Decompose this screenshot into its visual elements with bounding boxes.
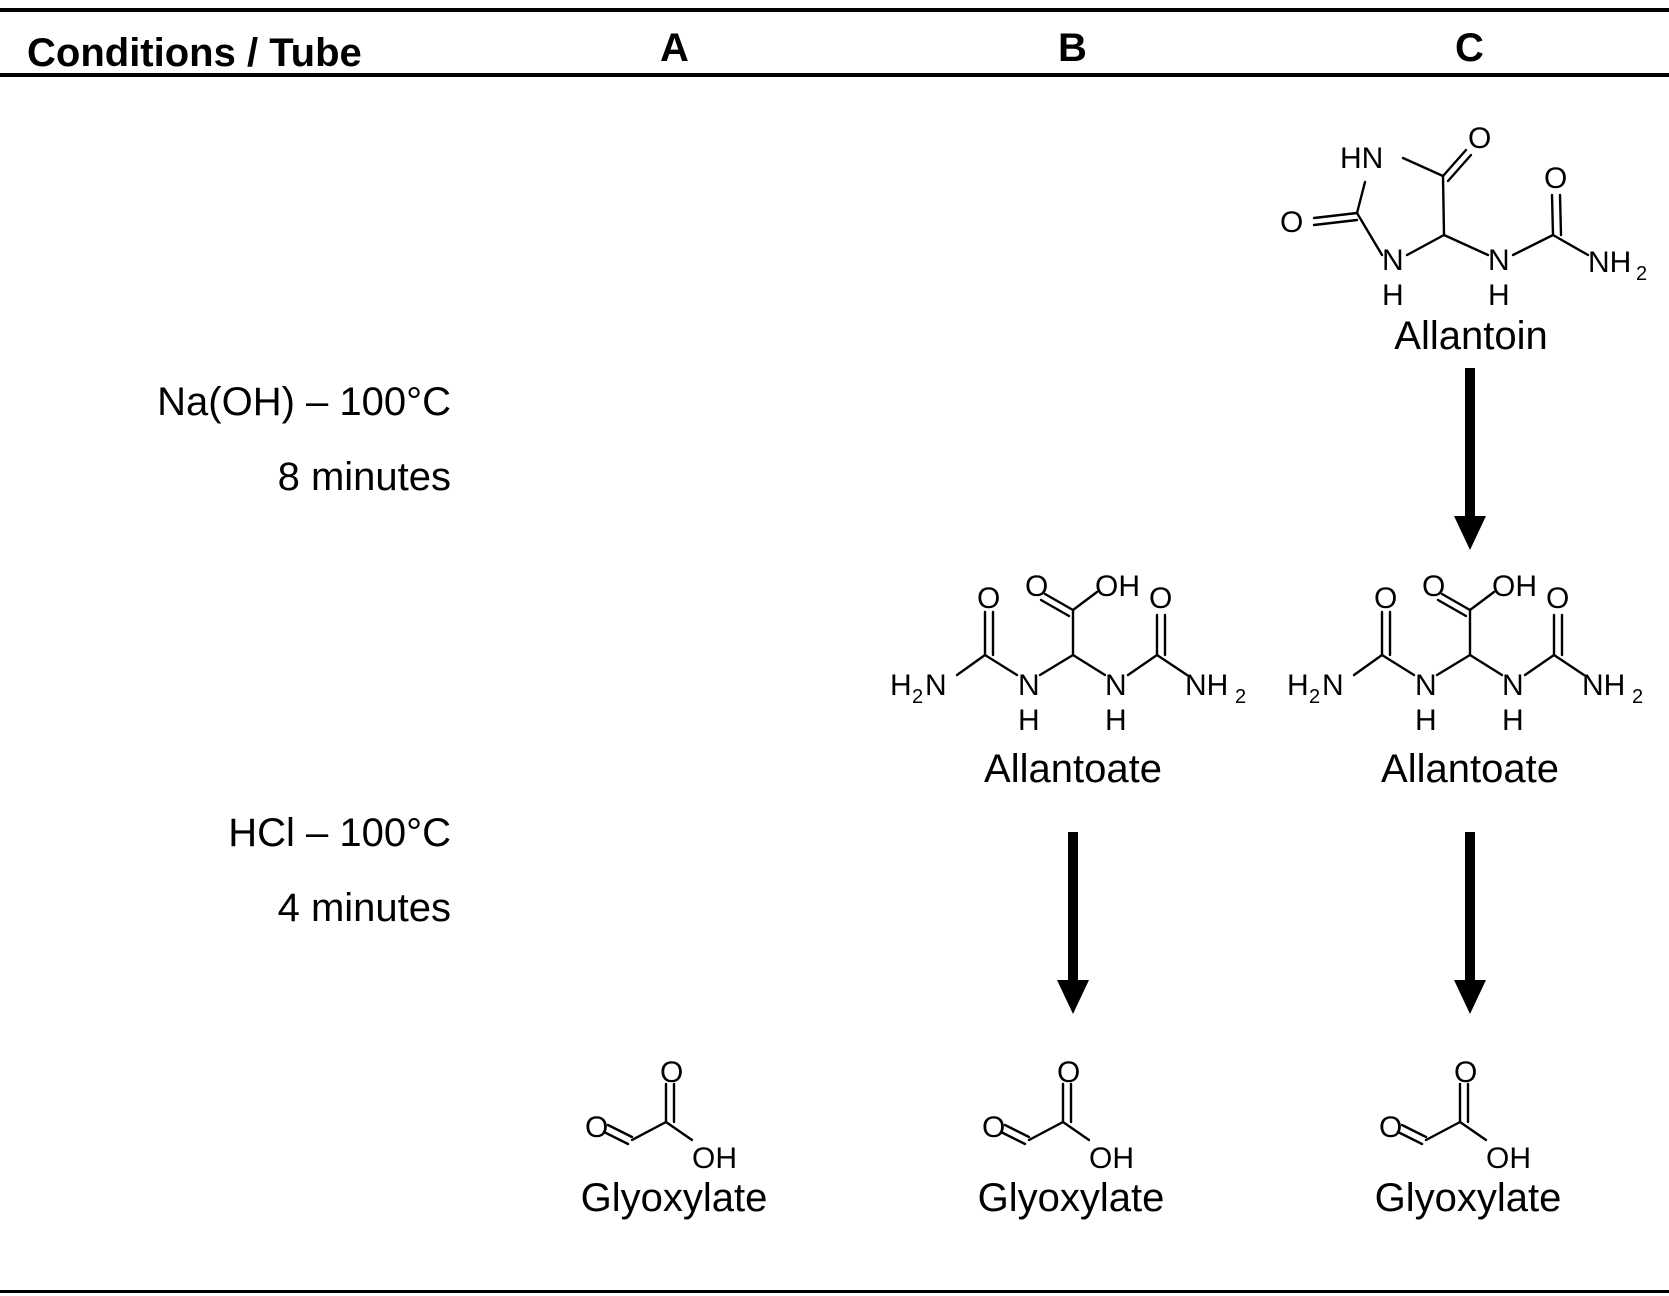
- atom-label: NH: [1185, 669, 1228, 702]
- atom-label: N: [1415, 669, 1437, 702]
- arrow-down-icon: [1057, 832, 1089, 1014]
- atom-label: OH: [1089, 1142, 1134, 1175]
- arrow-down-icon: [1454, 368, 1486, 550]
- atom-label: N: [1382, 244, 1404, 277]
- atom-label: H: [890, 669, 912, 702]
- allantoin-label: Allantoin: [1394, 314, 1548, 358]
- atom-subscript: 2: [1235, 686, 1246, 708]
- glyoxylate-structure-a: O O OH: [585, 1056, 737, 1175]
- allantoate-label-b: Allantoate: [984, 747, 1162, 791]
- atom-subscript: 2: [1309, 686, 1320, 708]
- arrow-down-icon: [1454, 832, 1486, 1014]
- top-rule: [0, 8, 1669, 12]
- atom-label: O: [1149, 582, 1172, 615]
- condition-1-reagent: Na(OH) – 100°C: [157, 380, 451, 424]
- atom-label: O: [1422, 570, 1445, 603]
- glyoxylate-label-a: Glyoxylate: [580, 1176, 768, 1220]
- atom-label: H: [1502, 704, 1524, 737]
- atom-label: N: [1018, 669, 1040, 702]
- atom-label: H: [1105, 704, 1127, 737]
- atom-label: O: [1468, 122, 1491, 155]
- atom-label: H: [1415, 704, 1437, 737]
- condition-2-reagent: HCl – 100°C: [228, 811, 451, 855]
- atom-label: N: [1502, 669, 1524, 702]
- condition-2-time: 4 minutes: [277, 886, 451, 930]
- atom-label: HN: [1340, 142, 1383, 175]
- tube-b-header: B: [1058, 26, 1087, 70]
- condition-1-time: 8 minutes: [277, 455, 451, 499]
- atom-label: N: [1322, 669, 1344, 702]
- glyoxylate-structure-c: O O OH: [1379, 1056, 1531, 1175]
- atom-label: O: [660, 1056, 683, 1089]
- atom-subscript: 2: [1632, 686, 1643, 708]
- atom-subscript: 2: [1636, 263, 1647, 285]
- tube-c-header: C: [1455, 26, 1484, 70]
- atom-label: O: [1379, 1111, 1402, 1144]
- allantoin-structure: O HN O N H N H O NH 2: [1280, 122, 1647, 312]
- atom-label: NH: [1582, 669, 1625, 702]
- atom-label: OH: [1486, 1142, 1531, 1175]
- atom-label: O: [982, 1111, 1005, 1144]
- glyoxylate-structure-b: O O OH: [982, 1056, 1134, 1175]
- header-rule: [0, 73, 1669, 77]
- glyoxylate-label-b: Glyoxylate: [977, 1176, 1165, 1220]
- atom-label: O: [1374, 582, 1397, 615]
- allantoate-structure-b: O OH O O H 2 N N H N H NH 2: [890, 570, 1246, 737]
- atom-label: O: [1025, 570, 1048, 603]
- atom-label: H: [1287, 669, 1309, 702]
- allantoate-label-c: Allantoate: [1381, 747, 1559, 791]
- atom-label: O: [1546, 582, 1569, 615]
- atom-subscript: 2: [912, 686, 923, 708]
- atom-label: N: [925, 669, 947, 702]
- atom-label: N: [1488, 244, 1510, 277]
- allantoate-structure-c: O OH O O H 2 N N H N H NH 2: [1287, 570, 1643, 737]
- atom-label: N: [1105, 669, 1127, 702]
- atom-label: OH: [1095, 570, 1140, 603]
- bottom-rule: [0, 1290, 1669, 1293]
- atom-label: OH: [692, 1142, 737, 1175]
- glyoxylate-label-c: Glyoxylate: [1374, 1176, 1562, 1220]
- atom-label: O: [1454, 1056, 1477, 1089]
- conditions-header: Conditions / Tube: [27, 31, 362, 75]
- atom-label: O: [977, 582, 1000, 615]
- atom-label: H: [1018, 704, 1040, 737]
- atom-label: H: [1382, 279, 1404, 312]
- atom-label: O: [1544, 162, 1567, 195]
- atom-label: O: [1280, 206, 1303, 239]
- atom-label: H: [1488, 279, 1510, 312]
- atom-label: OH: [1492, 570, 1537, 603]
- tube-a-header: A: [660, 26, 689, 70]
- atom-label: O: [585, 1111, 608, 1144]
- atom-label: O: [1057, 1056, 1080, 1089]
- atom-label: NH: [1588, 246, 1631, 279]
